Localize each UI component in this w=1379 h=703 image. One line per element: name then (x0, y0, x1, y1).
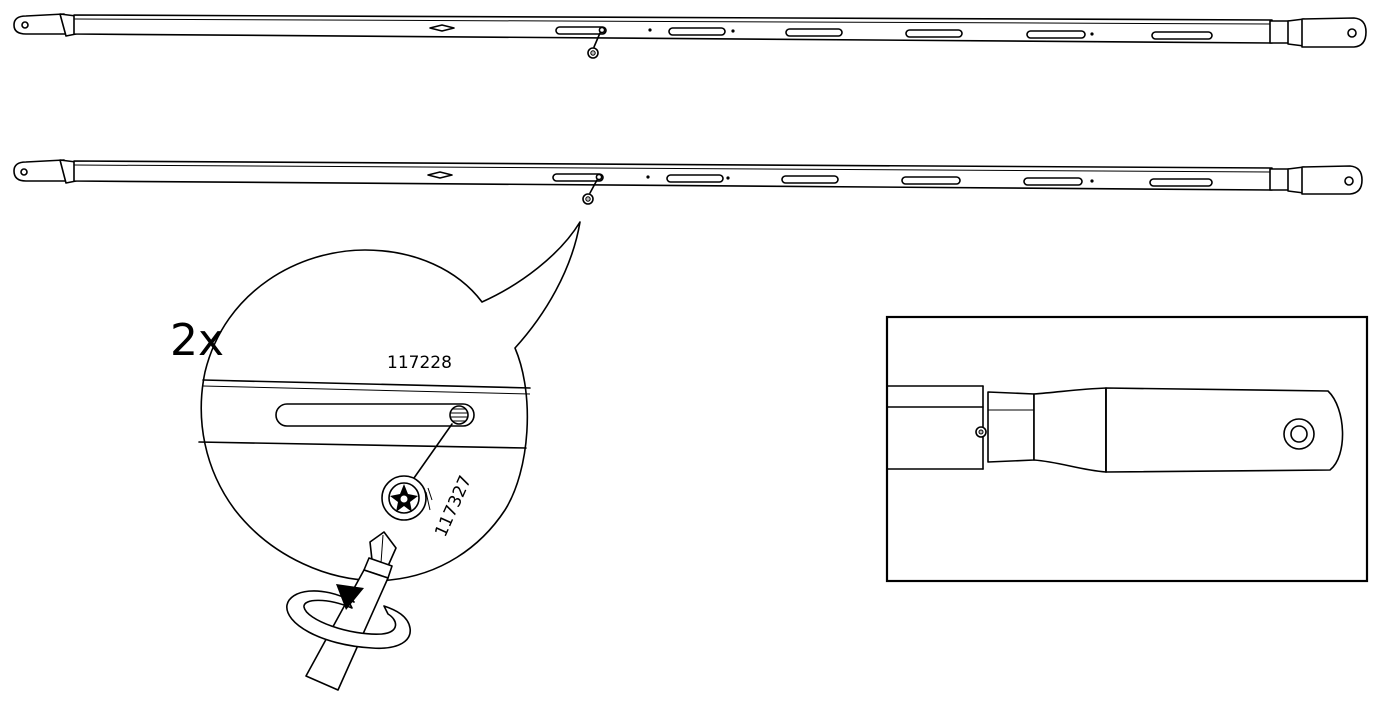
rail-bottom (13, 159, 1363, 205)
screw-icon (381, 475, 433, 521)
detail-callout: 2x 117228 117327 (170, 221, 581, 691)
quantity-label: 2x (170, 315, 224, 366)
rail-top (13, 13, 1367, 59)
part-number-rail: 117228 (387, 353, 452, 373)
screw-in-slot (449, 405, 469, 425)
end-detail-panel (885, 315, 1369, 583)
rotation-arrow-icon (286, 584, 411, 650)
